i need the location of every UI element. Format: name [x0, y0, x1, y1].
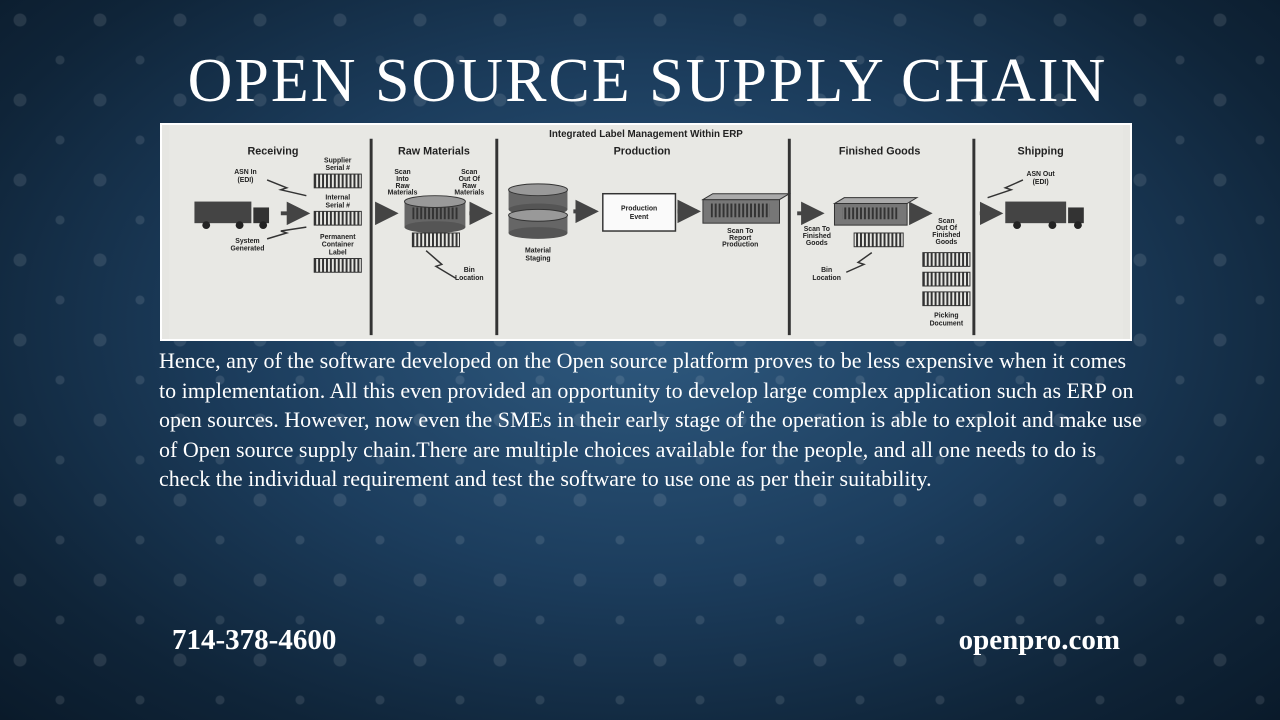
production-event-label: Event: [630, 214, 649, 221]
material-staging-label: Material: [525, 248, 551, 255]
slide-title: OPEN SOURCE SUPPLY CHAIN: [187, 47, 1108, 115]
scan-into-label: Scan: [394, 169, 410, 176]
diagram-title: Integrated Label Management Within ERP: [549, 129, 743, 140]
barcode-icon: [313, 210, 362, 226]
supplier-serial-label: Supplier: [324, 157, 352, 164]
section-raw-materials: Raw Materials: [398, 145, 470, 157]
barcode-icon: [411, 232, 460, 248]
bin-location-label: Bin: [464, 267, 475, 274]
lightning-icon: [266, 226, 307, 240]
permanent-label: Permanent: [320, 234, 356, 241]
container-icon: [701, 193, 792, 224]
lightning-icon: [845, 252, 873, 273]
asn-out-label: ASN Out: [1027, 171, 1056, 178]
scan-finished-label: Goods: [806, 240, 828, 247]
barcode-icon: [922, 252, 971, 267]
scan-out-fg-label: Finished: [932, 232, 960, 239]
body-paragraph: Hence, any of the software developed on …: [159, 348, 1142, 491]
scan-out-label: Scan: [461, 169, 477, 176]
scan-into-label: Materials: [388, 190, 418, 197]
section-finished-goods: Finished Goods: [839, 145, 920, 157]
supply-chain-diagram: Integrated Label Management Within ERP R…: [160, 123, 1132, 341]
scan-out-label: Out Of: [459, 176, 481, 183]
scan-report-label: Scan To: [727, 228, 753, 235]
phone-number: 714-378-4600: [172, 624, 337, 656]
picking-document-label: Document: [930, 320, 964, 327]
barcode-icon: [313, 258, 362, 273]
material-staging-label: Staging: [525, 255, 550, 262]
internal-serial-label: Internal: [325, 195, 350, 202]
supplier-serial-label: Serial #: [326, 165, 351, 172]
scan-out-label: Materials: [454, 190, 484, 197]
internal-serial-label: Serial #: [326, 202, 351, 209]
lightning-icon: [987, 179, 1024, 199]
scan-out-fg-label: Goods: [936, 239, 958, 246]
section-shipping: Shipping: [1018, 145, 1064, 157]
scan-into-label: Into: [396, 176, 409, 183]
scan-into-label: Raw: [395, 183, 410, 190]
asn-in-label: ASN In: [234, 169, 256, 176]
asn-out-label: (EDI): [1033, 179, 1049, 186]
container-icon: [832, 197, 919, 226]
scan-finished-label: Finished: [803, 233, 831, 240]
scan-report-label: Report: [729, 235, 752, 242]
truck-icon: [1005, 201, 1084, 230]
lightning-icon: [425, 250, 456, 279]
picking-document-label: Picking: [934, 312, 958, 319]
scan-out-fg-label: Scan: [938, 218, 954, 225]
website-link[interactable]: openpro.com: [958, 624, 1120, 656]
truck-icon: [194, 201, 270, 230]
system-generated-label: Generated: [230, 246, 264, 253]
permanent-label: Label: [329, 250, 347, 257]
permanent-label: Container: [322, 242, 354, 249]
section-production: Production: [614, 145, 671, 157]
lightning-icon: [266, 179, 307, 197]
bin-location-label: Location: [455, 275, 484, 282]
production-event-label: Production: [621, 205, 657, 212]
scan-out-fg-label: Out Of: [936, 225, 958, 232]
drum-icon: [508, 183, 568, 239]
scan-finished-label: Scan To: [804, 226, 830, 233]
barcode-icon: [313, 173, 362, 189]
section-receiving: Receiving: [248, 145, 299, 157]
barcode-icon: [853, 232, 904, 248]
scan-out-label: Raw: [462, 183, 477, 190]
production-event-box: [602, 192, 677, 232]
asn-in-label: (EDI): [237, 177, 253, 184]
scan-report-label: Production: [722, 242, 758, 249]
bin-location-label: Bin: [821, 267, 832, 274]
barcode-icon: [922, 271, 971, 287]
barcode-icon: [922, 291, 971, 307]
drum-icon: [404, 195, 466, 233]
bin-location-label: Location: [812, 275, 841, 282]
system-generated-label: System: [235, 238, 259, 245]
